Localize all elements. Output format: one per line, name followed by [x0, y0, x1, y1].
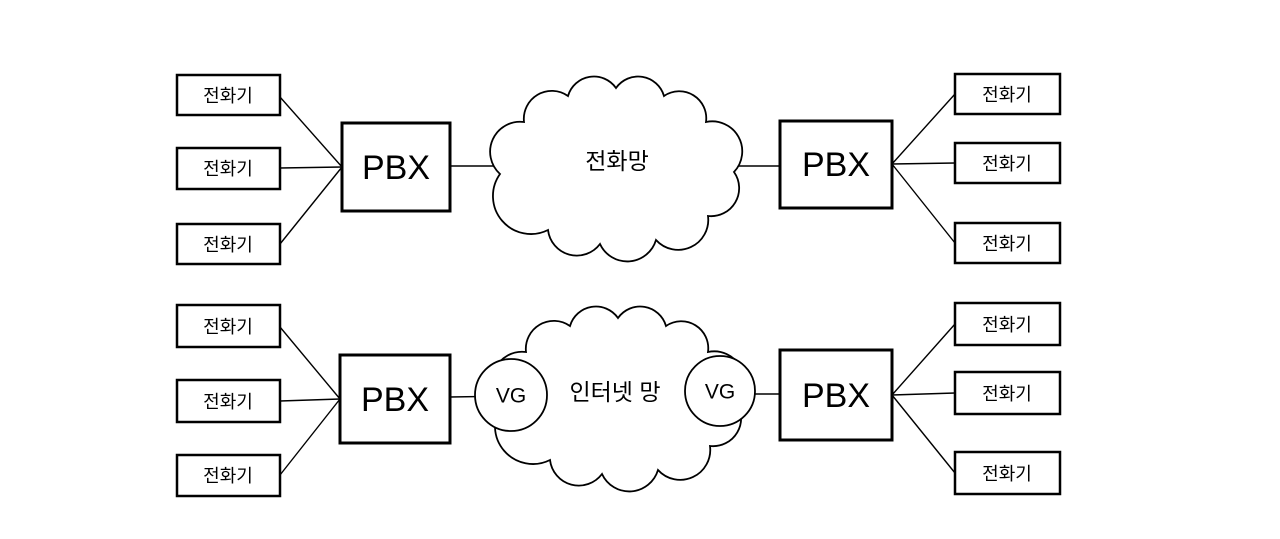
pbx-label: PBX	[802, 377, 870, 415]
phone-to-pbx-line	[279, 398, 341, 476]
phone-box	[953, 301, 1062, 347]
phone-box	[953, 450, 1062, 496]
phone-to-pbx-line	[279, 166, 343, 245]
vg-circle	[474, 358, 548, 432]
cloud-label: 전화망	[585, 148, 648, 174]
pbx-to-phone-line	[891, 392, 956, 396]
voip-left-phones: 전화기 전화기 전화기	[175, 303, 282, 498]
phone-label: 전화기	[203, 159, 253, 179]
pbx-label: PBX	[362, 149, 430, 187]
voip-right-vg: VG	[684, 355, 756, 427]
phone-label: 전화기	[203, 235, 253, 255]
pbx-box	[340, 121, 452, 213]
phone-label: 전화기	[203, 317, 253, 337]
pbx-label: PBX	[361, 381, 429, 419]
phone-to-pbx-line	[279, 166, 343, 169]
phone-box	[175, 453, 282, 498]
pbx-box	[778, 348, 894, 442]
phone-label: 전화기	[982, 234, 1032, 254]
vg-label: VG	[705, 381, 735, 404]
phone-box	[953, 370, 1062, 416]
phone-box	[175, 303, 282, 349]
pbx-box	[778, 119, 894, 210]
phone-box	[953, 72, 1062, 116]
cloud-label: 인터넷 망	[569, 379, 660, 405]
pstn-diagram: 전화기 전화기 전화기 PBX 전화망 PBX 전화기 전화기 전화기	[175, 72, 1062, 266]
voip-left-vg: VG	[474, 358, 548, 432]
voip-diagram: 전화기 전화기 전화기 PBX 인터넷 망 VG VG PBX	[175, 301, 1062, 498]
phone-box	[175, 146, 282, 191]
pbx-to-phone-line	[891, 163, 956, 244]
phone-label: 전화기	[203, 392, 253, 412]
voip-right-phones: 전화기 전화기 전화기	[953, 301, 1062, 496]
pstn-right-pbx: PBX	[778, 119, 894, 210]
phone-box	[175, 73, 282, 117]
voip-cloud: 인터넷 망	[491, 305, 746, 493]
phone-label: 전화기	[982, 384, 1032, 404]
phone-label: 전화기	[203, 466, 253, 486]
pbx-label: PBX	[802, 146, 870, 184]
pbx-to-phone-line	[891, 162, 956, 165]
voip-right-pbx: PBX	[778, 348, 894, 442]
vg-label: VG	[496, 385, 526, 408]
phone-to-pbx-line	[279, 326, 341, 400]
phone-label: 전화기	[982, 464, 1032, 484]
phone-label: 전화기	[203, 86, 253, 106]
pstn-cloud: 전화망	[489, 75, 744, 263]
phone-label: 전화기	[982, 154, 1032, 174]
phone-to-pbx-line	[279, 398, 341, 402]
phone-to-pbx-line	[279, 96, 343, 168]
pstn-left-phones: 전화기 전화기 전화기	[175, 73, 282, 266]
pstn-left-pbx: PBX	[340, 121, 452, 213]
voip-left-pbx: PBX	[338, 353, 452, 445]
pbx-to-phone-line	[891, 93, 956, 165]
pstn-right-phones: 전화기 전화기 전화기	[953, 72, 1062, 265]
pbx-to-phone-line	[891, 323, 956, 396]
phone-label: 전화기	[982, 85, 1032, 105]
phone-box	[953, 141, 1062, 185]
pbx-box	[338, 353, 452, 445]
phone-box	[953, 221, 1062, 265]
phone-box	[175, 378, 282, 424]
phone-label: 전화기	[982, 315, 1032, 335]
vg-circle	[684, 355, 756, 427]
phone-box	[175, 222, 282, 266]
pbx-to-phone-line	[891, 394, 956, 474]
